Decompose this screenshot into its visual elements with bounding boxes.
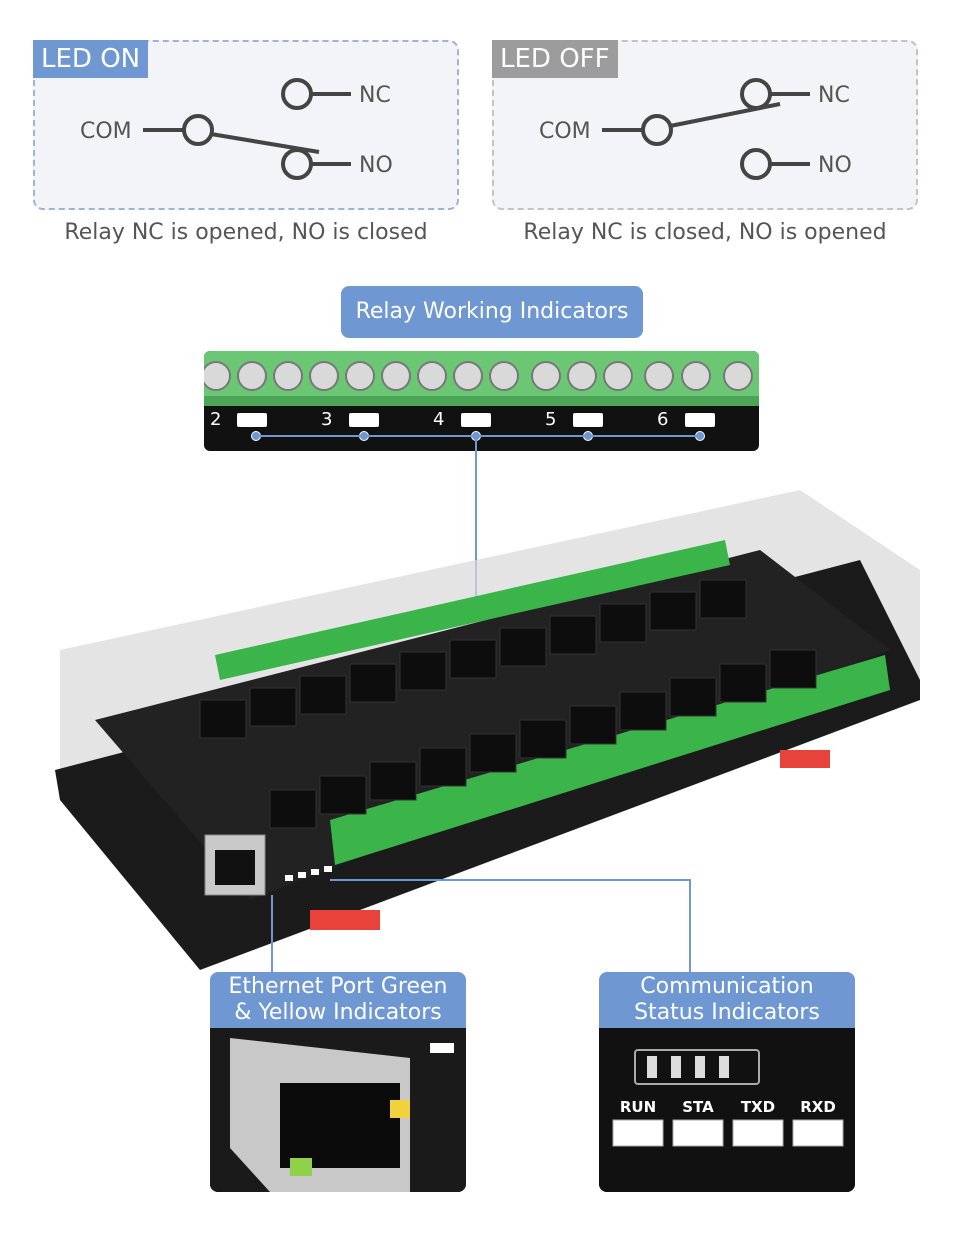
led-on-switch-diagram: COM NC NO	[80, 78, 393, 180]
channel-number-6: 6	[657, 409, 669, 430]
communication-indicators-label: Communication Status Indicators	[599, 972, 855, 1030]
led-off-tag: LED OFF	[492, 40, 618, 78]
led-label-sta: STA	[682, 1098, 714, 1116]
comm-status-photo: RUN STA TXD RXD	[599, 1028, 855, 1192]
relay-indicators-label: Relay Working Indicators	[341, 286, 643, 338]
led-on-panel: LED ON COM NC NO	[33, 40, 459, 210]
led-off-panel: LED OFF COM NC NO	[492, 40, 918, 210]
no-label: NO	[359, 153, 393, 178]
led-off-caption: Relay NC is closed, NO is opened	[523, 220, 887, 245]
comm-led-illustration	[599, 1028, 855, 1192]
relay-board-illustration	[55, 490, 920, 970]
ethernet-label-line1: Ethernet Port Green	[228, 974, 448, 999]
led-label-txd: TXD	[740, 1098, 776, 1116]
nc-label: NC	[359, 83, 391, 108]
ethernet-port-illustration	[210, 1028, 466, 1192]
comm-label-line1: Communication	[640, 974, 814, 999]
terminal-strip-illustration	[204, 351, 759, 441]
channel-number-3: 3	[321, 409, 333, 430]
led-on-tag: LED ON	[33, 40, 149, 78]
com-label: COM	[539, 119, 591, 144]
no-label: NO	[818, 153, 852, 178]
nc-label: NC	[818, 83, 850, 108]
channel-number-2: 2	[210, 409, 222, 430]
ethernet-label-line2: & Yellow Indicators	[234, 1000, 442, 1025]
comm-label-line2: Status Indicators	[634, 1000, 820, 1025]
relay-indicator-closeup: 2 3 4 5 6	[204, 351, 759, 451]
com-label: COM	[80, 119, 132, 144]
led-label-run: RUN	[619, 1098, 657, 1116]
ethernet-port-photo	[210, 1028, 466, 1192]
channel-number-4: 4	[433, 409, 445, 430]
led-label-rxd: RXD	[800, 1098, 836, 1116]
channel-number-5: 5	[545, 409, 557, 430]
led-off-switch-diagram: COM NC NO	[539, 78, 852, 180]
led-on-caption: Relay NC is opened, NO is closed	[64, 220, 428, 245]
ethernet-indicators-label: Ethernet Port Green & Yellow Indicators	[210, 972, 466, 1030]
